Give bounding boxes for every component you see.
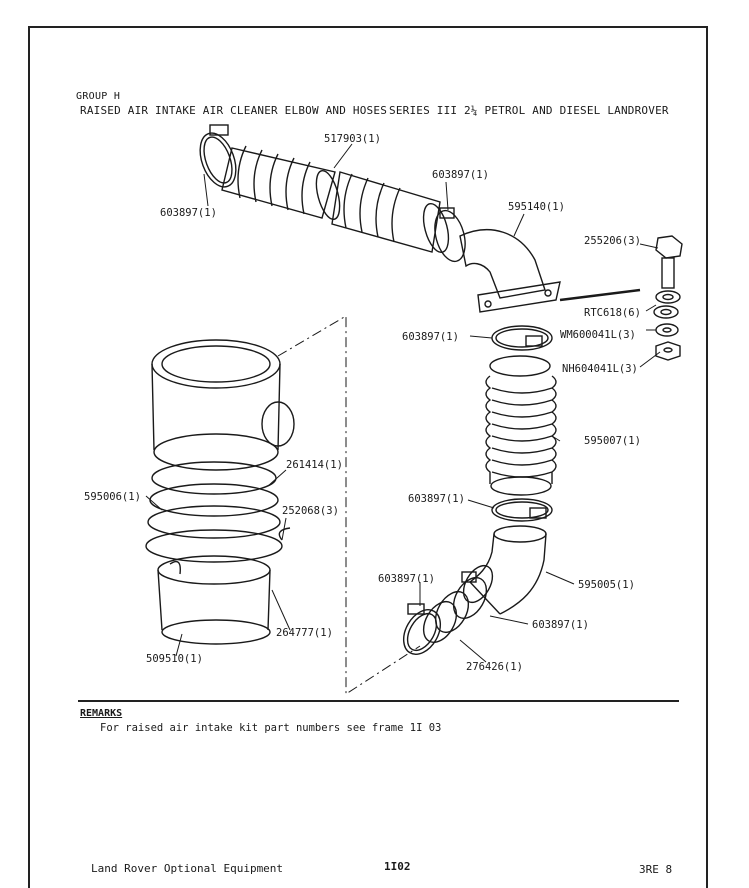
part-label-wm600041l: WM600041L(3) [560, 329, 636, 341]
part-label-nh604041l: NH604041L(3) [562, 363, 638, 375]
page-title: RAISED AIR INTAKE AIR CLEANER ELBOW AND … [80, 104, 388, 117]
assembly-guide-lines [277, 315, 421, 695]
remarks-heading: REMARKS [80, 708, 123, 719]
elbow-hose-595005 [469, 525, 547, 615]
part-label-264777: 264777(1) [276, 627, 333, 639]
bolt-255206 [655, 235, 683, 289]
part-label-517903: 517903(1) [324, 133, 381, 145]
remarks-divider [78, 700, 679, 702]
part-label-261414: 261414(1) [286, 459, 343, 471]
hose-clip-bottom-right [461, 564, 494, 604]
hose-clip-top-mid [434, 207, 466, 263]
elbow-595140 [459, 229, 561, 313]
hose-clip-bottom-left [402, 603, 442, 655]
footer-publication: Land Rover Optional Equipment [91, 862, 284, 875]
part-label-603897-bottom-left: 603897(1) [378, 573, 435, 585]
washer-wm600041l [655, 323, 679, 337]
group-label: GROUP H [76, 91, 121, 102]
hose-section-upper [331, 171, 450, 254]
part-label-603897-top-left: 603897(1) [160, 207, 217, 219]
remarks-text: For raised air intake kit part numbers s… [100, 722, 442, 734]
part-label-603897-bottom-right: 603897(1) [532, 619, 589, 631]
hose-clip-lower [491, 498, 553, 522]
part-label-603897-top-mid: 603897(1) [432, 169, 489, 181]
hose-clip-mid [491, 325, 553, 351]
hose-clip-top-left [199, 124, 237, 188]
part-label-595140: 595140(1) [508, 201, 565, 213]
part-label-595006: 595006(1) [84, 491, 141, 503]
page-frame [28, 26, 708, 888]
footer-page-ref: 3RE 8 [639, 863, 673, 876]
air-cleaner-assembly [145, 339, 295, 645]
footer-frame-code: 1I02 [384, 860, 411, 873]
series-title: SERIES III 2¼ PETROL AND DIESEL LANDROVE… [389, 104, 669, 117]
washer-rtc618 [653, 290, 681, 319]
part-label-595007: 595007(1) [584, 435, 641, 447]
nut-nh604041l [655, 341, 681, 361]
part-label-252068: 252068(3) [282, 505, 339, 517]
elbow-hose-517903 [221, 145, 341, 220]
part-label-595005: 595005(1) [578, 579, 635, 591]
part-label-rtc618: RTC618(6) [584, 307, 641, 319]
part-label-255206: 255206(3) [584, 235, 641, 247]
part-label-603897-lower: 603897(1) [408, 493, 465, 505]
part-label-276426: 276426(1) [466, 661, 523, 673]
bellows-hose-595007 [485, 355, 557, 496]
part-label-509510: 509510(1) [146, 653, 203, 665]
leader-lines [145, 143, 661, 663]
part-label-603897-mid: 603897(1) [402, 331, 459, 343]
